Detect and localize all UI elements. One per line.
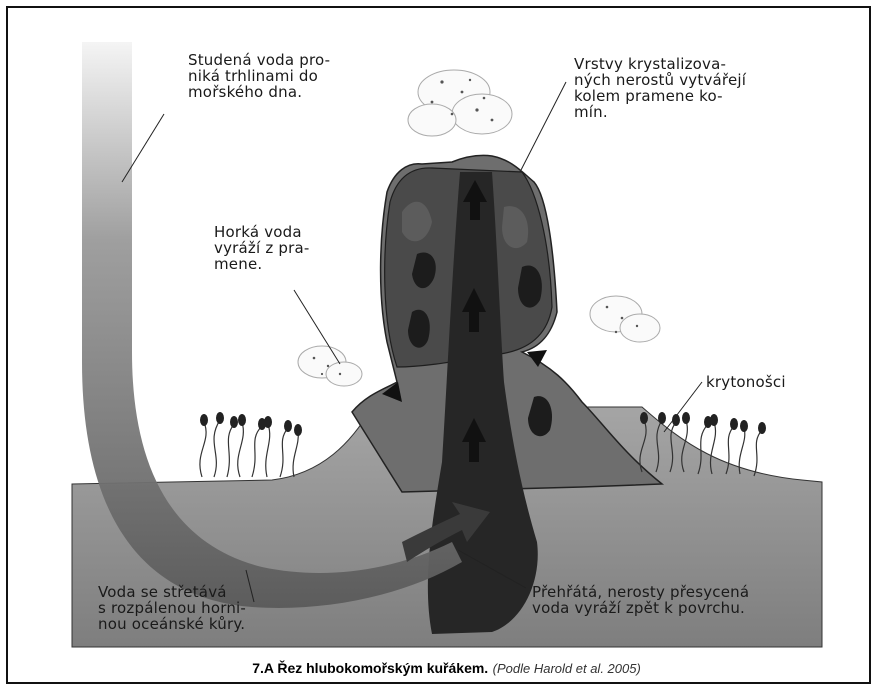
chimney-cavity — [518, 265, 542, 307]
leader-line — [520, 82, 566, 172]
label-hot-water: Horká voda vyráží z pra- mene. — [214, 224, 309, 272]
label-meets-rock: Voda se střetává s rozpálenou horni- nou… — [98, 584, 246, 632]
label-tubeworms: krytonošci — [706, 374, 786, 390]
label-crystal-layers: Vrstvy krystalizova- ných nerostů vytvář… — [574, 56, 746, 120]
figure-frame: Studená voda pro- niká trhlinami do mořs… — [6, 6, 871, 684]
smoke-plume-left — [298, 346, 362, 386]
figure-content: Studená voda pro- niká trhlinami do mořs… — [22, 22, 871, 686]
smoke-plume-top — [408, 70, 512, 136]
caption-source: (Podle Harold et al. 2005) — [493, 661, 641, 676]
smoke-plume-right — [590, 296, 660, 342]
label-superheated: Přehřátá, nerosty přesycená voda vyráží … — [532, 584, 749, 616]
tubeworms-left — [200, 420, 298, 477]
label-cold-water: Studená voda pro- niká trhlinami do mořs… — [188, 52, 330, 100]
figure-caption: 7.A Řez hlubokomořským kuřákem. (Podle H… — [22, 660, 871, 677]
caption-title: 7.A Řez hlubokomořským kuřákem. — [252, 660, 488, 676]
chimney-cavity — [408, 310, 430, 348]
leader-line — [664, 382, 702, 432]
